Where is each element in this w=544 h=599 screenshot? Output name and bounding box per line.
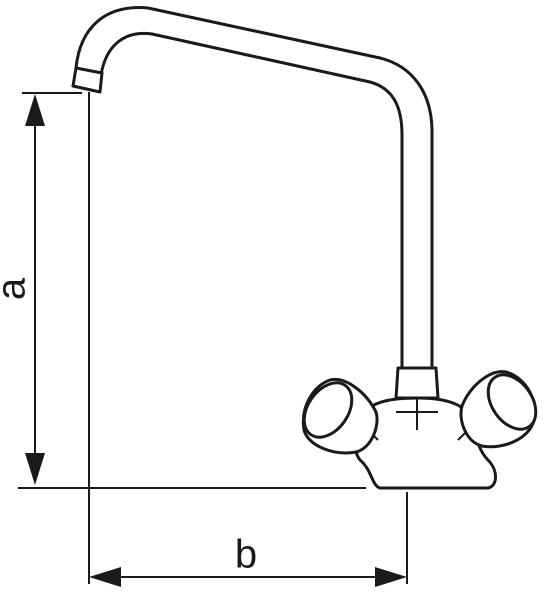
dimension-b-arrow-left [89,567,121,587]
dimension-a-arrow-top [25,94,45,126]
spout-collar [394,366,440,400]
right-handle [459,370,538,449]
spout-aerator-tip [71,66,104,94]
dimension-a-label: a [0,277,34,300]
right-handle-cap [486,373,538,431]
reference-lines [18,92,408,584]
dimension-b-arrow-right [375,567,407,587]
spout-outer-wall [74,6,434,370]
dimension-b: b [89,533,407,587]
dimension-a: a [0,94,45,485]
left-handle [301,377,379,455]
left-handle-cap [302,381,354,439]
dimension-a-arrow-bottom [25,453,45,485]
dimension-b-label: b [235,533,257,577]
spout-inner-wall [99,31,404,370]
faucet-spout [71,6,434,370]
